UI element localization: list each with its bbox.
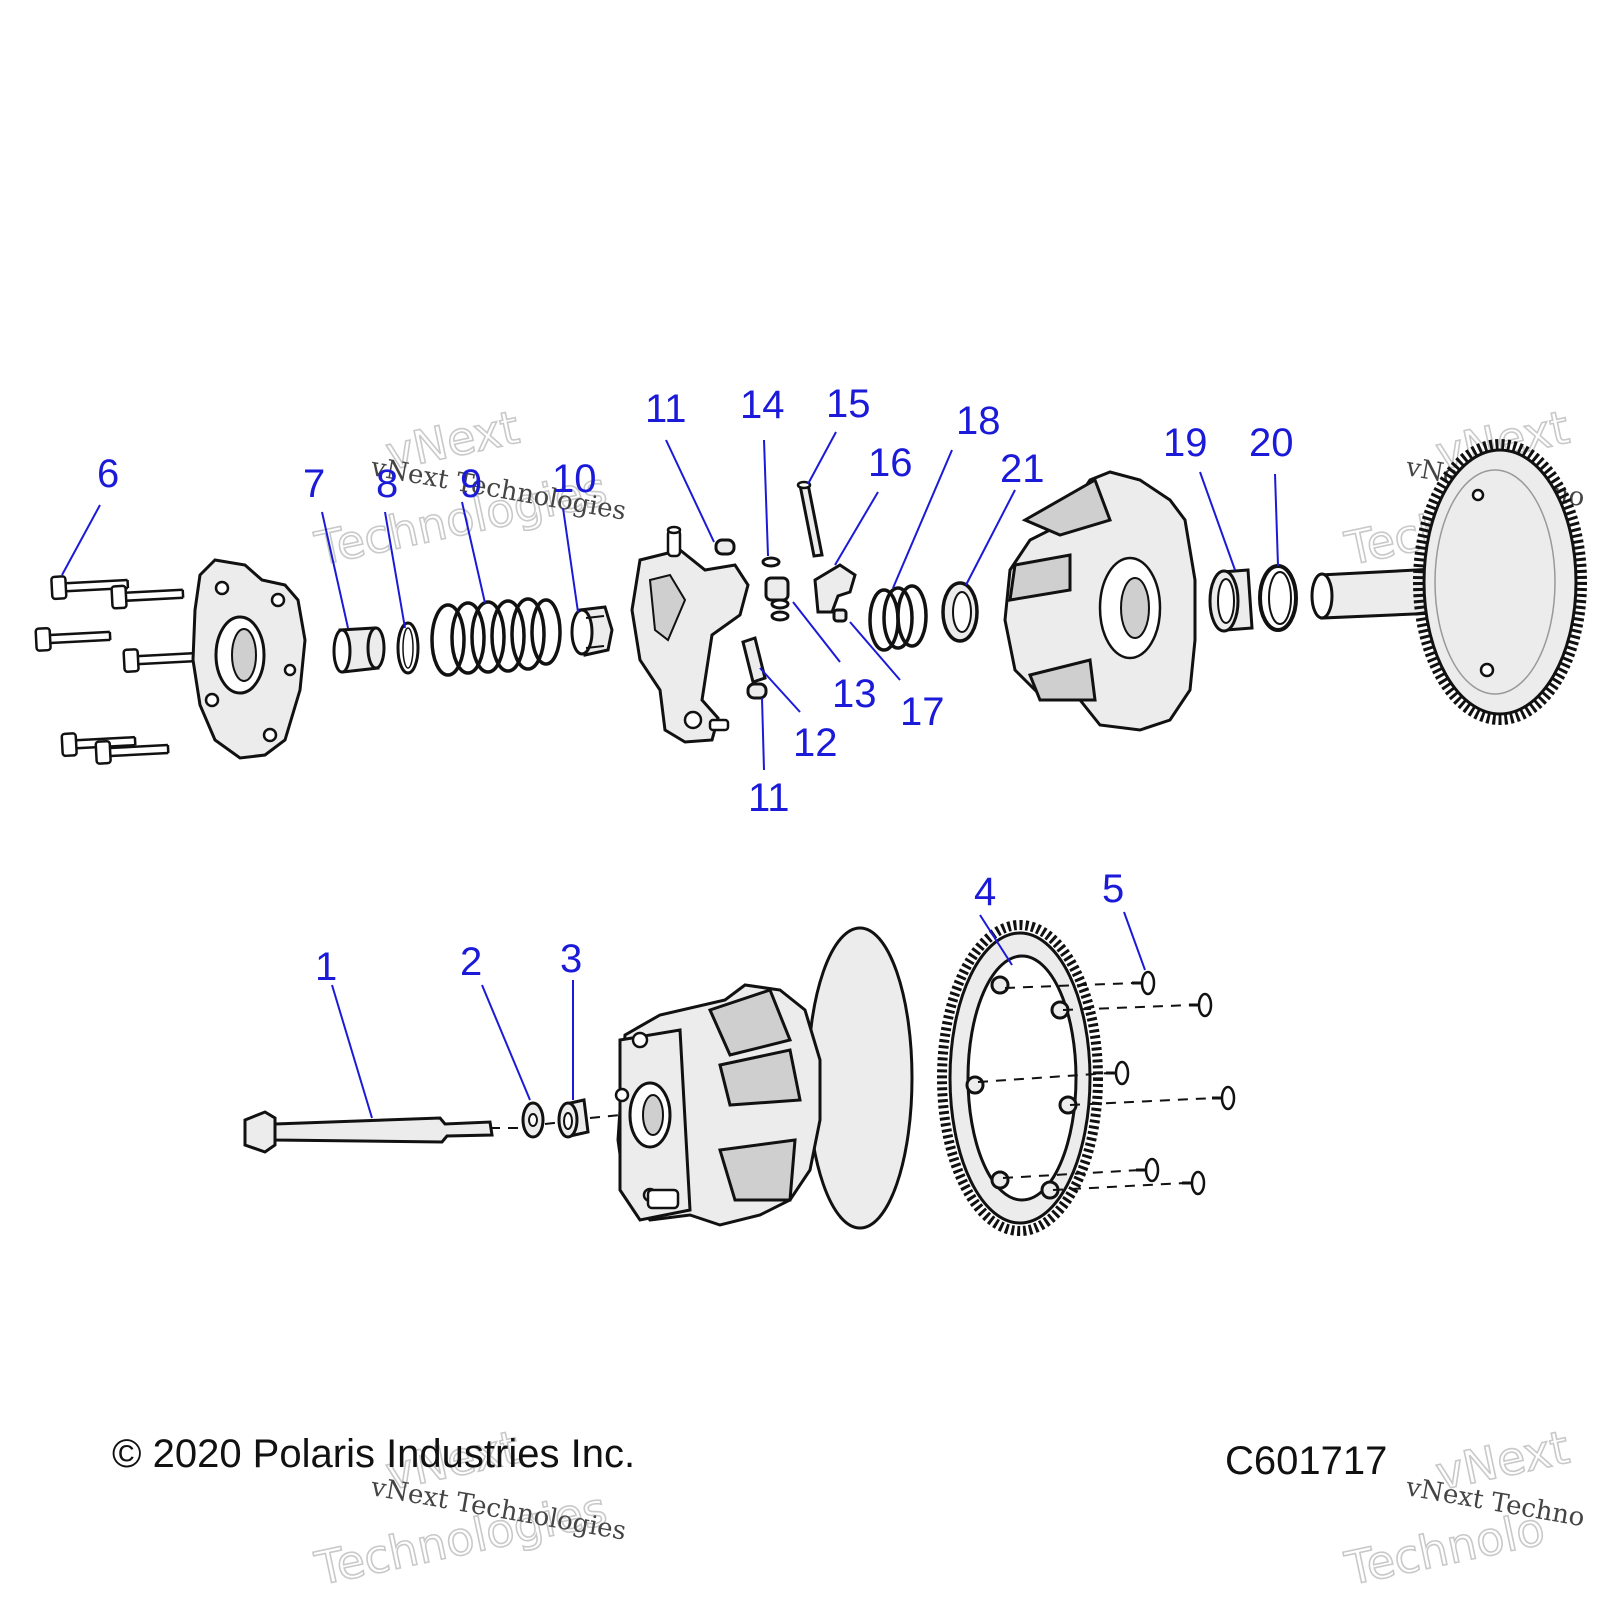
callout-19: 19 [1163, 421, 1208, 465]
callout-12: 12 [793, 721, 838, 765]
moveable-sheave-body [1003, 470, 1197, 732]
callout-1: 1 [315, 945, 337, 989]
callout-21: 21 [1000, 447, 1045, 491]
part-11-roller-lower [746, 682, 768, 700]
callout-5: 5 [1102, 867, 1124, 911]
callout-7: 7 [303, 462, 325, 506]
part-18-shims [868, 584, 928, 652]
diagram-code: C601717 [1225, 1439, 1387, 1483]
part-9-spring [430, 597, 562, 677]
part-3-spacer [557, 1098, 621, 1139]
part-2-washer [521, 1101, 563, 1139]
part-12-pin [741, 636, 767, 684]
part-8-snap-ring [396, 621, 420, 675]
callout-numbers: 6 7 8 9 10 11 14 15 16 18 21 19 20 13 17… [97, 382, 1294, 989]
callout-14: 14 [740, 383, 785, 427]
callout-13: 13 [832, 672, 877, 716]
assembled-clutch [614, 926, 914, 1230]
part-5-screws [977, 970, 1236, 1196]
part-13-roller [764, 576, 790, 602]
part-16-flyweight [813, 563, 857, 614]
callout-3: 3 [560, 937, 582, 981]
callout-11-lower: 11 [748, 776, 790, 820]
part-14-washers [761, 556, 790, 622]
part-10-spring-cup [570, 605, 614, 657]
fixed-sheave-shaft [1310, 439, 1587, 725]
part-4-gear-ring [937, 920, 1103, 1236]
callout-6: 6 [97, 452, 119, 496]
callout-4: 4 [974, 870, 996, 914]
part-11-roller-upper [714, 538, 736, 556]
callout-16: 16 [868, 441, 913, 485]
callout-20: 20 [1249, 421, 1294, 465]
callout-11-upper: 11 [645, 387, 687, 431]
part-6-bolts [34, 575, 202, 765]
part-20-ring [1258, 564, 1298, 632]
spider-cover-plate [191, 558, 307, 760]
moveable-sheave-arm [630, 525, 750, 744]
part-17-button [832, 608, 848, 623]
callout-10: 10 [552, 457, 597, 501]
callout-2: 2 [460, 940, 482, 984]
part-15-long-pin [796, 480, 824, 558]
callout-15: 15 [826, 382, 871, 426]
callout-9: 9 [460, 462, 482, 506]
part-7-bushing [332, 626, 386, 674]
part-19-bushing [1208, 568, 1254, 633]
leader-lines [61, 431, 1279, 1119]
part-1-long-bolt [243, 1110, 520, 1154]
part-21-washer [941, 581, 979, 643]
callout-8: 8 [376, 462, 398, 506]
callout-17: 17 [900, 690, 945, 734]
copyright-text: © 2020 Polaris Industries Inc. [112, 1432, 635, 1476]
callout-18: 18 [956, 399, 1001, 443]
